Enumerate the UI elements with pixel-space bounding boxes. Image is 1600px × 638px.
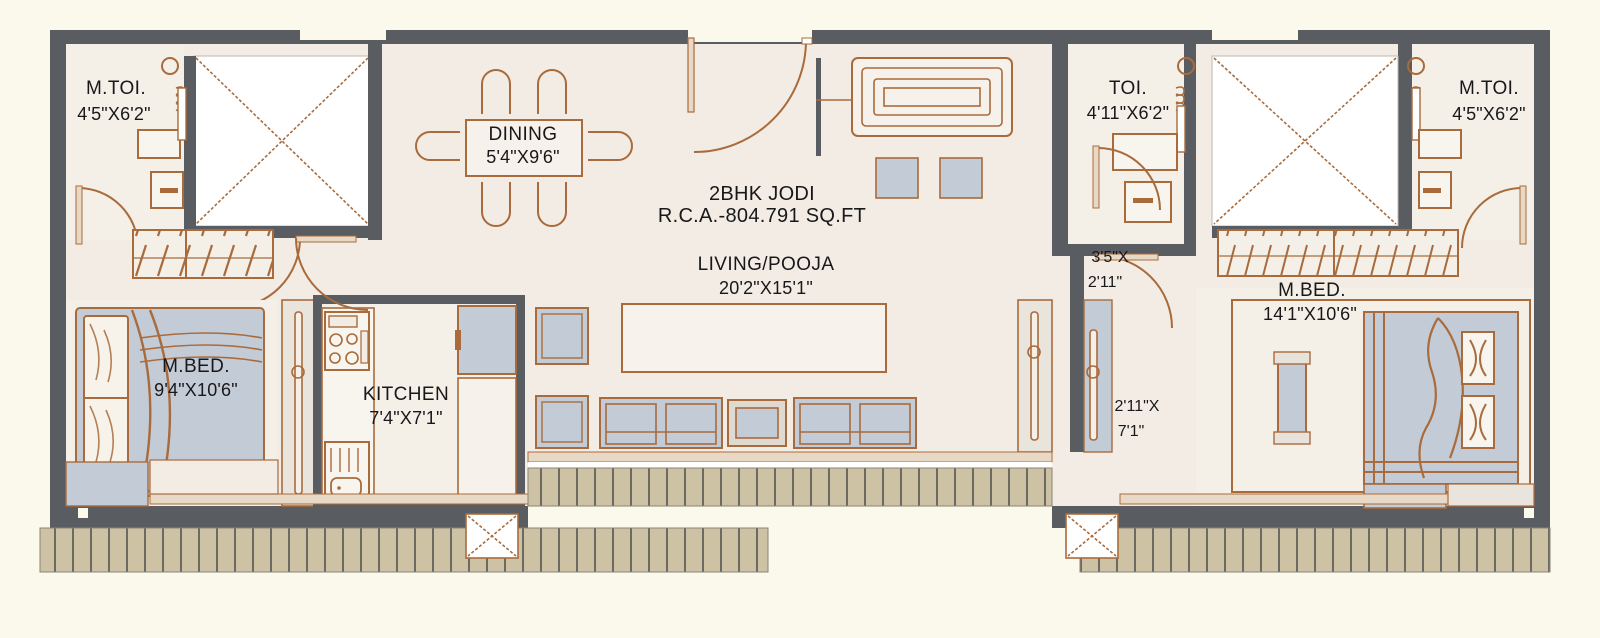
room-label-kitchen: KITCHEN — [363, 384, 449, 405]
passage-upper-line2: 2'11" — [1088, 274, 1122, 291]
room-label-m-bed-right: M.BED. — [1278, 280, 1346, 301]
window-left-bedroom — [65, 459, 279, 507]
room-m-toi-right — [1407, 44, 1534, 249]
furniture-carpet — [621, 303, 887, 373]
room-dim-m-bed-right: 14'1"X10'6" — [1263, 304, 1357, 324]
room-label-m-toi-left: M.TOI. — [86, 78, 146, 99]
room-dim-kitchen: 7'4"X7'1" — [369, 408, 443, 428]
wall-right-wing — [1052, 44, 1412, 452]
balcony-deck-middle — [527, 467, 1053, 507]
duct-box-right — [1065, 513, 1119, 559]
balcony-sill-middle — [527, 451, 1053, 468]
door-bedroom-right — [1095, 253, 1173, 329]
furniture-sofa-left — [599, 397, 723, 449]
void-shaft-right — [1211, 55, 1399, 238]
furniture-center-table — [727, 399, 787, 447]
void-shaft-left — [182, 44, 382, 240]
room-label-m-bed-left: M.BED. — [162, 356, 230, 377]
wardrobe-left — [132, 229, 274, 279]
plan-area-label: R.C.A.-804.791 SQ.FT — [658, 205, 866, 227]
room-dim-m-bed-left: 9'4"X10'6" — [154, 380, 238, 400]
room-m-toi-left — [66, 44, 187, 249]
entry-door — [687, 37, 860, 156]
duct-box-left — [465, 513, 519, 559]
sliding-door-right — [1017, 299, 1113, 453]
room-kitchen — [313, 295, 525, 511]
furniture-tv-console — [851, 57, 1013, 137]
room-toi-right — [1068, 44, 1195, 244]
room-dim-living: 20'2"X15'1" — [719, 278, 813, 298]
wardrobe-right — [1217, 229, 1459, 277]
balcony-deck-bottom-left — [39, 527, 769, 573]
sliding-door-left — [281, 299, 317, 507]
door-kitchen — [295, 237, 369, 311]
wall-nubs — [78, 508, 1534, 518]
room-label-m-toi-right: M.TOI. — [1459, 78, 1519, 99]
furniture-sofa-right — [793, 397, 917, 449]
room-label-dining: DINING — [489, 124, 558, 145]
passage-lower-line1: 2'11"X — [1115, 398, 1160, 415]
room-dim-m-toi-right: 4'5"X6'2" — [1452, 104, 1526, 124]
furniture-dining-set — [415, 69, 633, 227]
room-dim-m-toi-left: 4'5"X6'2" — [77, 104, 151, 124]
balcony-deck-bottom-right — [1079, 527, 1551, 573]
room-m-bed-right — [1196, 288, 1534, 509]
passage-upper-line1: 3'5"X — [1091, 249, 1129, 266]
room-dim-dining: 5'4"X9'6" — [486, 147, 560, 167]
room-dim-toi-right: 4'11"X6'2" — [1087, 103, 1169, 123]
window-right-bedroom — [1447, 483, 1535, 507]
room-label-living: LIVING/POOJA — [698, 254, 835, 275]
room-label-toi-right: TOI. — [1109, 78, 1147, 99]
plan-title: 2BHK JODI — [709, 183, 815, 205]
furniture-stools — [875, 157, 983, 199]
furniture-side-unit — [535, 307, 589, 449]
passage-lower-line2: 7'1" — [1118, 423, 1145, 440]
